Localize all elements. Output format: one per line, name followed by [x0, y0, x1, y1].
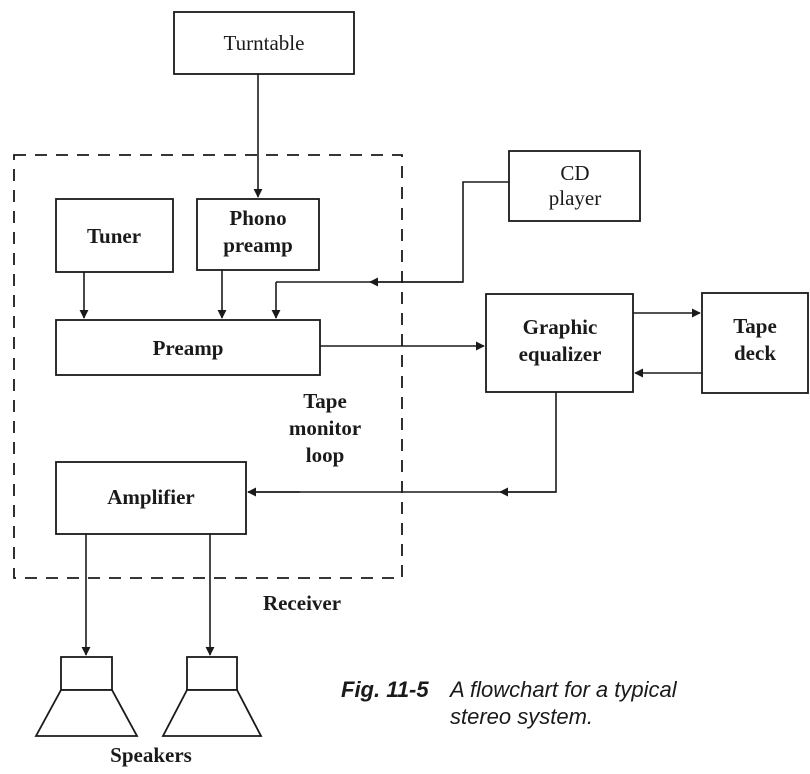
caption-line2: stereo system.: [450, 704, 593, 729]
turntable-box: [173, 11, 355, 75]
graphic-equalizer-label-line2: equalizer: [519, 342, 602, 366]
tape-monitor-loop-label-line3: loop: [306, 443, 345, 467]
tuner-label: Tuner: [87, 224, 141, 248]
amplifier-label: Amplifier: [107, 485, 194, 509]
caption-line1: A flowchart for a typical: [448, 677, 678, 702]
cd-player-label-line1: CD: [560, 161, 589, 185]
receiver-boundary: [13, 154, 403, 579]
receiver-label: Receiver: [263, 591, 341, 615]
right-speaker-icon: [161, 656, 263, 737]
tape-deck-label-line2: deck: [734, 341, 776, 365]
tuner-box: [55, 198, 174, 273]
cd-player-label-line2: player: [549, 186, 601, 210]
tape-monitor-loop-label-line1: Tape: [303, 389, 347, 413]
tape-deck-label-line1: Tape: [733, 314, 777, 338]
amplifier-box: [55, 461, 247, 535]
cd-player-box: [508, 150, 641, 222]
tape-deck-box: [701, 292, 809, 394]
phono-preamp-box: [196, 198, 320, 271]
figure-number: Fig. 11-5: [341, 677, 429, 702]
preamp-box: [55, 319, 321, 376]
phono-preamp-label-line1: Phono: [229, 206, 286, 230]
graphic-equalizer-box: [485, 293, 634, 393]
left-speaker-icon: [34, 656, 139, 737]
speakers-label: Speakers: [110, 743, 192, 767]
tape-monitor-loop-label-line2: monitor: [289, 416, 361, 440]
turntable-label: Turntable: [224, 31, 305, 55]
preamp-label: Preamp: [153, 336, 224, 360]
phono-preamp-label-line2: preamp: [223, 233, 293, 257]
graphic-equalizer-label-line1: Graphic: [523, 315, 598, 339]
